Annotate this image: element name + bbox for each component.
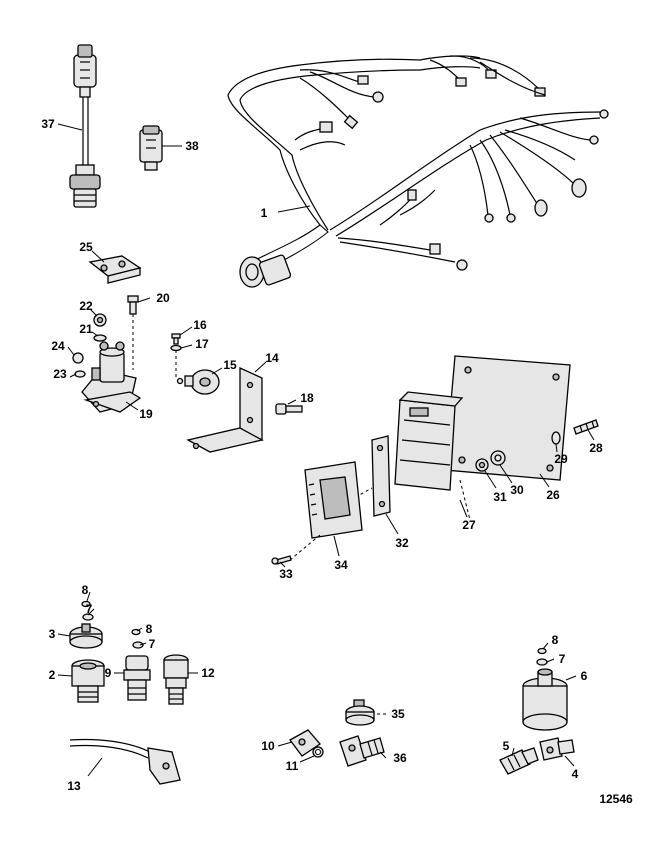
callout-20: 20: [156, 291, 170, 305]
part-20-bolt: [127, 295, 139, 315]
part-10-fitting: [289, 729, 321, 757]
callout-19: 19: [139, 407, 153, 421]
callout-31: 31: [493, 490, 507, 504]
callout-34: 34: [334, 558, 348, 572]
part-30-washer: [490, 450, 506, 466]
part-34-control-board: [304, 461, 363, 539]
part-6-pressure-sender: [522, 668, 568, 731]
part-19-solenoid: [81, 341, 142, 413]
callout-29: 29: [554, 452, 568, 466]
part-23-washer: [74, 370, 86, 378]
callout-38: 38: [185, 139, 199, 153]
part-2-adapter: [71, 659, 105, 703]
part-22-nut: [93, 313, 107, 327]
callout-14: 14: [265, 351, 279, 365]
callout-6: 6: [581, 669, 588, 683]
callout-15: 15: [223, 358, 237, 372]
callout-16: 16: [193, 318, 207, 332]
part-7-o-ring-a: [82, 613, 94, 621]
part-7-o-ring-c: [536, 658, 548, 666]
callout-23: 23: [53, 367, 67, 381]
callout-2: 2: [49, 668, 56, 682]
part-11-o-ring: [312, 746, 324, 758]
callout-12: 12: [201, 666, 215, 680]
callout-32: 32: [395, 536, 409, 550]
part-17-washer: [170, 344, 182, 352]
callout-26: 26: [546, 488, 560, 502]
part-27-ecu-module: [394, 391, 464, 491]
part-29-washer: [551, 431, 561, 445]
part-21-washer: [93, 334, 107, 342]
callout-7-c: 7: [559, 652, 566, 666]
part-12-sensor: [163, 654, 189, 705]
part-14-mounting-bracket: [186, 366, 264, 453]
part-15-sender: [176, 369, 220, 395]
callout-10: 10: [261, 739, 275, 753]
part-3-switch: [69, 623, 103, 649]
part-7-o-ring-b: [132, 641, 144, 649]
part-35-sensor: [345, 699, 375, 726]
callout-18: 18: [300, 391, 314, 405]
part-36-tee-fitting: [339, 735, 385, 767]
part-16-screw: [171, 333, 181, 345]
part-13-cable: [69, 738, 181, 785]
part-8-washer-c: [537, 647, 547, 655]
part-28-bolt: [573, 419, 599, 435]
callout-11: 11: [286, 759, 299, 773]
part-31-nut: [475, 458, 489, 472]
callout-7-b: 7: [149, 637, 156, 651]
callout-25: 25: [79, 240, 93, 254]
callout-5: 5: [503, 739, 510, 753]
callout-36: 36: [393, 751, 407, 765]
part-38-connector: [139, 125, 163, 171]
callout-33: 33: [279, 567, 293, 581]
callout-7-a: 7: [86, 602, 93, 616]
part-25-bracket: [88, 255, 142, 284]
callout-24: 24: [51, 339, 65, 353]
part-1-wiring-harness: [227, 55, 609, 288]
part-8-washer-a: [81, 600, 91, 608]
part-26-mounting-plate: [444, 355, 571, 481]
callout-22: 22: [79, 299, 93, 313]
part-9-sensor: [123, 655, 151, 701]
part-32-strap: [371, 435, 391, 517]
part-4-elbow: [539, 737, 575, 761]
leader-lines: [57, 123, 595, 777]
callout-8-c: 8: [552, 633, 559, 647]
callout-37: 37: [41, 117, 55, 131]
callout-27: 27: [462, 518, 476, 532]
callout-8-b: 8: [146, 622, 153, 636]
callout-30: 30: [510, 483, 524, 497]
callout-1: 1: [261, 206, 268, 220]
callout-8-a: 8: [82, 583, 89, 597]
part-18-screw: [275, 403, 303, 415]
callout-4: 4: [572, 767, 579, 781]
part-5-fitting: [499, 747, 539, 775]
part-37-sensor-harness: [69, 44, 101, 208]
callout-13: 13: [67, 779, 81, 793]
callout-9: 9: [105, 666, 112, 680]
part-33-screw: [271, 555, 292, 565]
callout-3: 3: [49, 627, 56, 641]
callout-17: 17: [195, 337, 209, 351]
callout-28: 28: [589, 441, 603, 455]
part-24-nut: [72, 352, 84, 364]
callout-35: 35: [391, 707, 405, 721]
callout-21: 21: [79, 322, 93, 336]
figure-number: 12546: [599, 792, 633, 806]
